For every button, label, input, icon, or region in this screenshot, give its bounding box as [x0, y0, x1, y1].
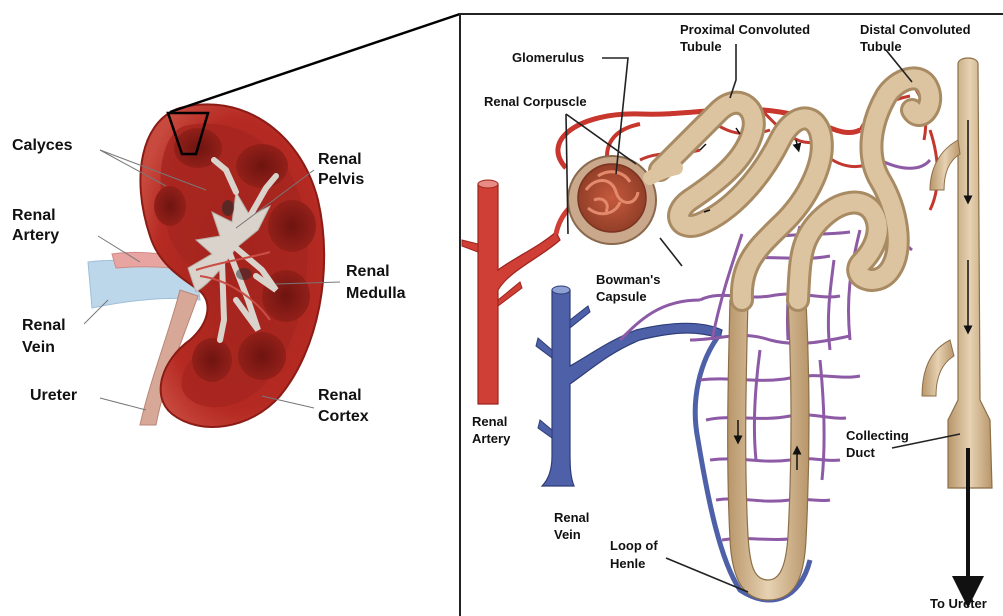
- label-renal-vein-line1: Renal: [22, 317, 66, 334]
- label-nephron-vein-line1: Renal: [554, 510, 589, 525]
- label-renal-cortex-line1: Renal: [318, 387, 362, 404]
- kidney-cross-section: [88, 104, 324, 427]
- label-renal-pelvis-line1: Renal: [318, 151, 362, 168]
- label-renal-artery-line1: Renal: [12, 207, 56, 224]
- loop-of-henle: [728, 300, 809, 600]
- label-renal-pelvis-line2: Pelvis: [318, 171, 364, 188]
- label-renal-artery-line2: Artery: [12, 227, 59, 244]
- label-ureter: Ureter: [30, 387, 77, 404]
- label-distal-line2: Tubule: [860, 39, 902, 54]
- nephron-renal-vein: [536, 286, 810, 600]
- label-nephron-artery-line2: Artery: [472, 431, 511, 446]
- label-glomerulus: Glomerulus: [512, 50, 584, 65]
- label-bowmans-line2: Capsule: [596, 289, 647, 304]
- label-renal-corpuscle: Renal Corpuscle: [484, 94, 587, 109]
- collecting-duct: [922, 58, 992, 488]
- label-renal-cortex-line2: Cortex: [318, 408, 369, 425]
- label-distal-line1: Distal Convoluted: [860, 22, 971, 37]
- label-loop-line1: Loop of: [610, 538, 658, 553]
- label-renal-medulla-line2: Medulla: [346, 285, 406, 302]
- label-renal-vein-line2: Vein: [22, 339, 55, 356]
- label-calyces: Calyces: [12, 137, 73, 154]
- label-collecting-line2: Duct: [846, 445, 876, 460]
- label-nephron-vein-line2: Vein: [554, 527, 581, 542]
- zoom-connector-line: [170, 14, 460, 112]
- label-to-ureter: To Ureter: [930, 596, 987, 611]
- label-nephron-artery-line1: Renal: [472, 414, 507, 429]
- renal-corpuscle: [568, 156, 676, 244]
- label-bowmans-line1: Bowman's: [596, 272, 661, 287]
- label-renal-medulla-line1: Renal: [346, 263, 390, 280]
- label-collecting-line1: Collecting: [846, 428, 909, 443]
- label-proximal-line2: Tubule: [680, 39, 722, 54]
- label-proximal-line1: Proximal Convoluted: [680, 22, 810, 37]
- label-loop-line2: Henle: [610, 556, 645, 571]
